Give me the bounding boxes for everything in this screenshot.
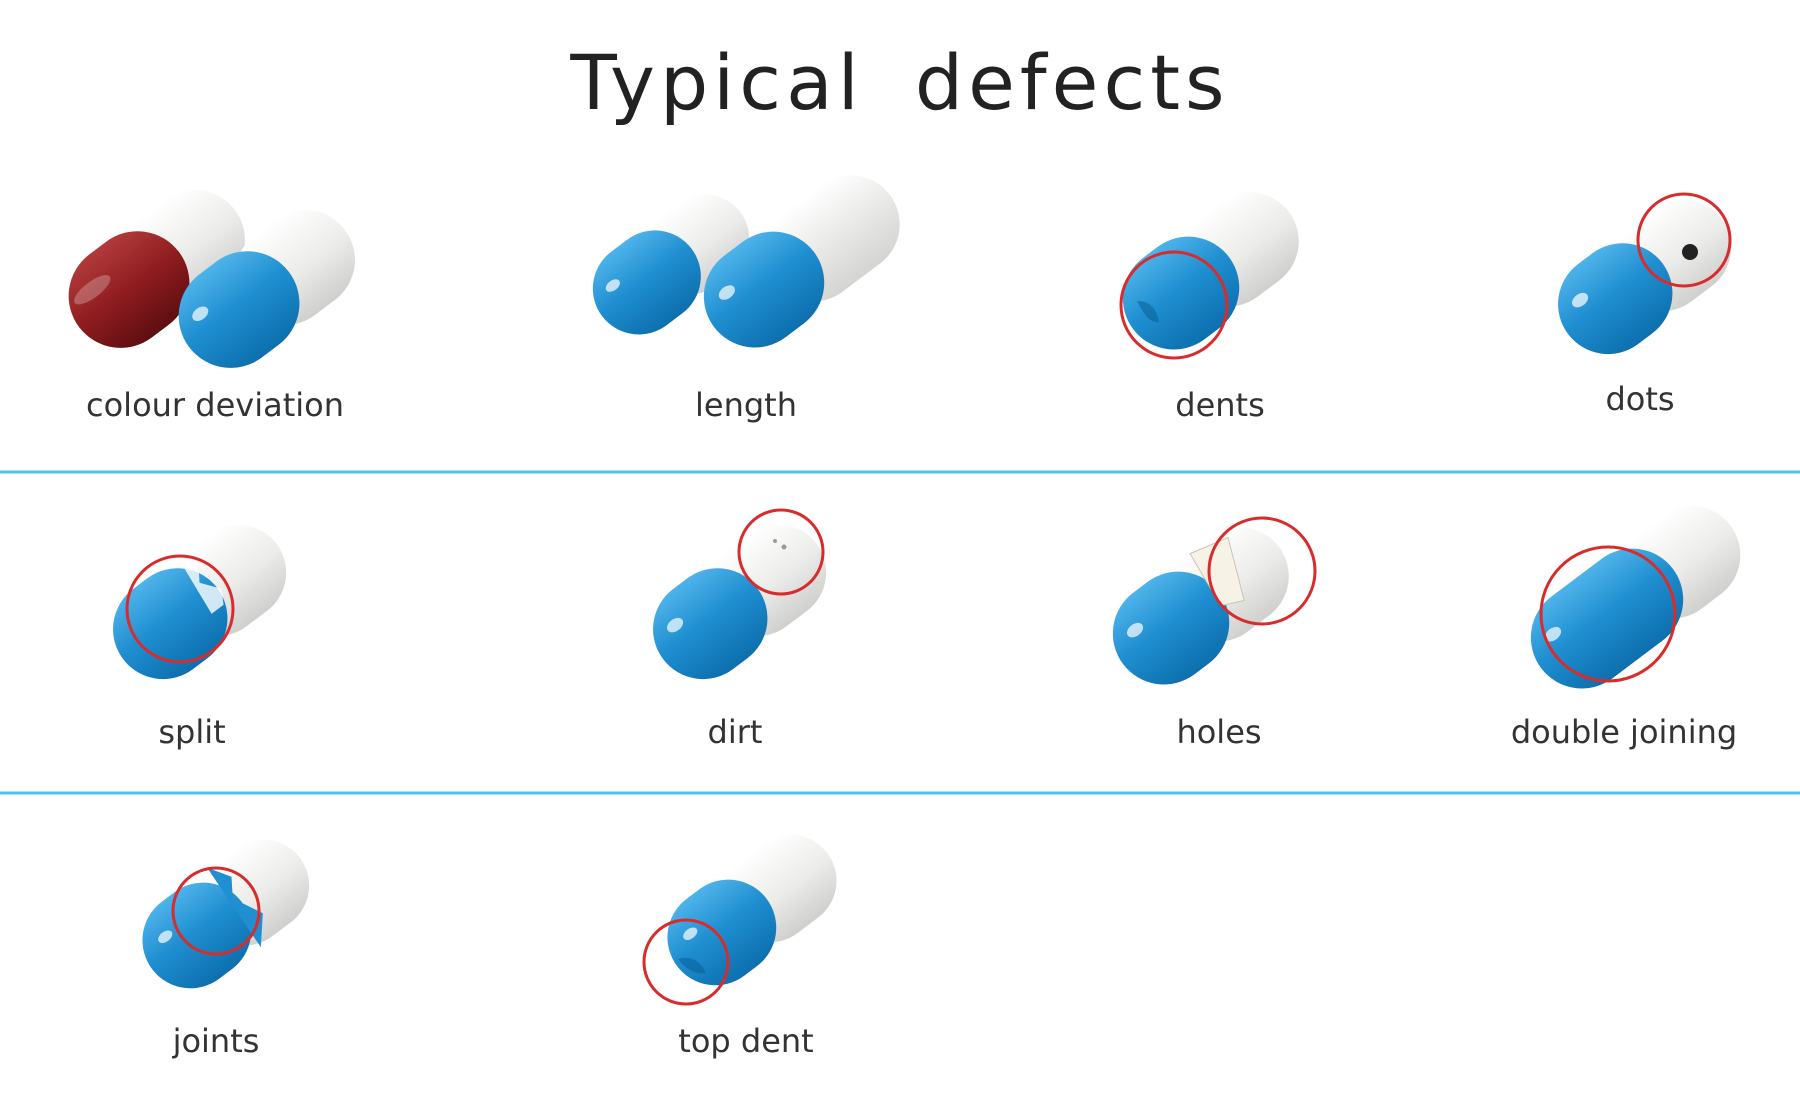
defect-label-top-dent: top dent <box>678 1022 814 1060</box>
double-joining-highlight-circle <box>1539 545 1677 683</box>
defect-label-joints: joints <box>172 1022 260 1060</box>
holes-highlight-circle <box>1207 516 1317 626</box>
capsule-holes <box>1112 527 1289 685</box>
capsule-blue-reference <box>178 209 355 368</box>
defect-label-dots: dots <box>1605 380 1675 418</box>
defect-label-dents: dents <box>1175 386 1265 424</box>
defect-label-double-joining: double joining <box>1510 713 1738 751</box>
capsule-double-joining <box>1530 506 1741 689</box>
defect-label-dirt: dirt <box>707 713 763 751</box>
dots-highlight-circle <box>1636 192 1732 288</box>
dot-defect <box>1682 244 1698 260</box>
capsule-top-dent <box>667 834 837 986</box>
capsule-split <box>113 524 287 680</box>
split-highlight-circle <box>125 554 235 664</box>
capsule-dirt <box>653 524 827 680</box>
dents-highlight-circle <box>1119 250 1229 360</box>
top-dent-highlight-circle <box>642 918 730 1006</box>
dirt-highlight-circle <box>737 508 825 596</box>
defect-label-length: length <box>695 386 797 424</box>
dirt-spot <box>781 544 787 550</box>
defect-label-holes: holes <box>1176 713 1262 751</box>
capsule-long <box>703 175 900 348</box>
defect-label-split: split <box>158 713 226 751</box>
joints-highlight-circle <box>171 866 261 956</box>
capsule-dots <box>1558 199 1732 355</box>
page-title: Typical defects <box>570 38 1230 127</box>
defect-label-colour-deviation: colour deviation <box>86 386 344 424</box>
dirt-spot <box>773 539 777 543</box>
capsule-joints <box>142 839 310 989</box>
